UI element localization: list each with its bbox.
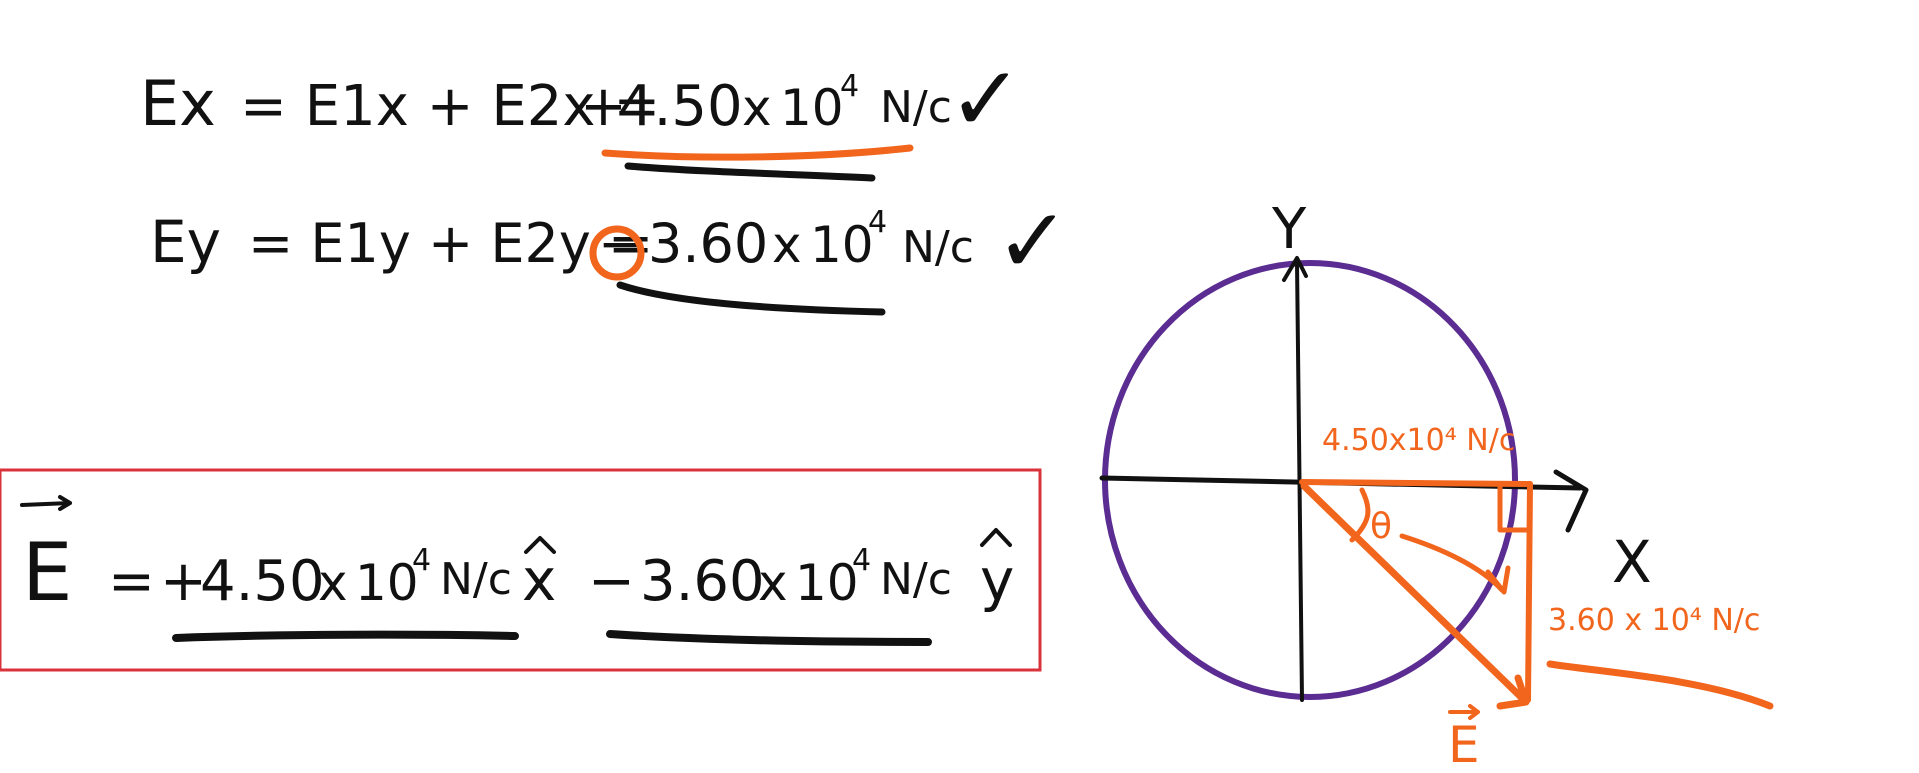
ex-result: 4.50 [618, 74, 743, 139]
top-component-label: 4.50x10⁴ N/c [1322, 423, 1515, 458]
ey-ten: 10 [810, 216, 874, 274]
ey-check: ✓ [995, 189, 1070, 294]
ex-lhs: Ex [140, 67, 216, 140]
ey-times: x [772, 216, 802, 274]
ex-black-underline [624, 162, 876, 182]
vector-E-label-arrow [1448, 704, 1480, 720]
ex-sign: + [580, 74, 627, 139]
y-component-line [1525, 481, 1533, 703]
vector-result-equation: E = + 4.50 x 10 4 N/c x − 3.60 x 10 4 N/… [20, 495, 1014, 619]
ey-black-underline [616, 281, 886, 316]
x-axis-label: X [1612, 528, 1652, 596]
y-component-underline [606, 630, 932, 646]
result-box [0, 468, 1042, 672]
vector-E-label: E [1448, 716, 1480, 773]
angle-pointer-arrow [1399, 533, 1511, 595]
ey-lhs: Ey [150, 208, 221, 276]
ex-check: ✓ [948, 47, 1023, 152]
y-axis [1282, 256, 1308, 702]
angle-arc [1349, 487, 1371, 543]
vector-arrow-overline [20, 495, 72, 511]
ey-equation: Ey = E1y + E2y = − 3.60 x 10 4 N/c ✓ [150, 189, 1070, 294]
field-diagram: Y X θ 4.50x10⁴ N/c 3.60 x 10⁴ N/c E [1099, 197, 1774, 773]
x-exponent: 4 [412, 543, 431, 578]
y-unit: N/c [880, 554, 952, 605]
ex-unit: N/c [880, 82, 952, 133]
x-hat-symbol: x [522, 546, 556, 614]
x-value: 4.50 [200, 549, 325, 614]
x-times: x [318, 554, 348, 612]
y-axis-label: Y [1271, 197, 1307, 262]
side-label-underline [1546, 660, 1774, 710]
ey-unit: N/c [902, 222, 974, 273]
right-angle-marker [1497, 483, 1531, 533]
x-sign: + [160, 549, 207, 614]
ey-exponent: 4 [868, 205, 887, 240]
minus-sign: − [588, 549, 635, 614]
x-unit: N/c [440, 554, 512, 605]
y-ten: 10 [795, 554, 859, 612]
ey-minus-circle [589, 225, 645, 281]
y-exponent: 4 [852, 543, 871, 578]
ex-ten: 10 [780, 79, 844, 137]
x-ten: 10 [355, 554, 419, 612]
x-component-underline [172, 630, 519, 642]
ex-exponent: 4 [840, 69, 859, 104]
ey-middle: = E1y + E2y = [248, 212, 653, 275]
x-hat-caret [524, 536, 556, 554]
ex-middle: = E1x + E2x = [240, 74, 660, 139]
x-component-line [1299, 479, 1533, 487]
y-hat-symbol: y [980, 546, 1014, 614]
ey-result: 3.60 [648, 212, 768, 275]
resultant-vector-E [1300, 482, 1530, 710]
y-times: x [758, 554, 788, 612]
side-component-label: 3.60 x 10⁴ N/c [1548, 603, 1760, 638]
vector-symbol: E [22, 526, 73, 619]
y-value: 3.60 [640, 549, 765, 614]
y-hat-caret [980, 528, 1012, 547]
ex-equation: Ex = E1x + E2x = + 4.50 x 10 4 N/c ✓ [140, 47, 1023, 152]
ex-orange-underline [601, 144, 914, 161]
angle-theta-label: θ [1370, 506, 1392, 547]
vector-equals: = [108, 549, 155, 614]
ex-times: x [742, 79, 772, 137]
